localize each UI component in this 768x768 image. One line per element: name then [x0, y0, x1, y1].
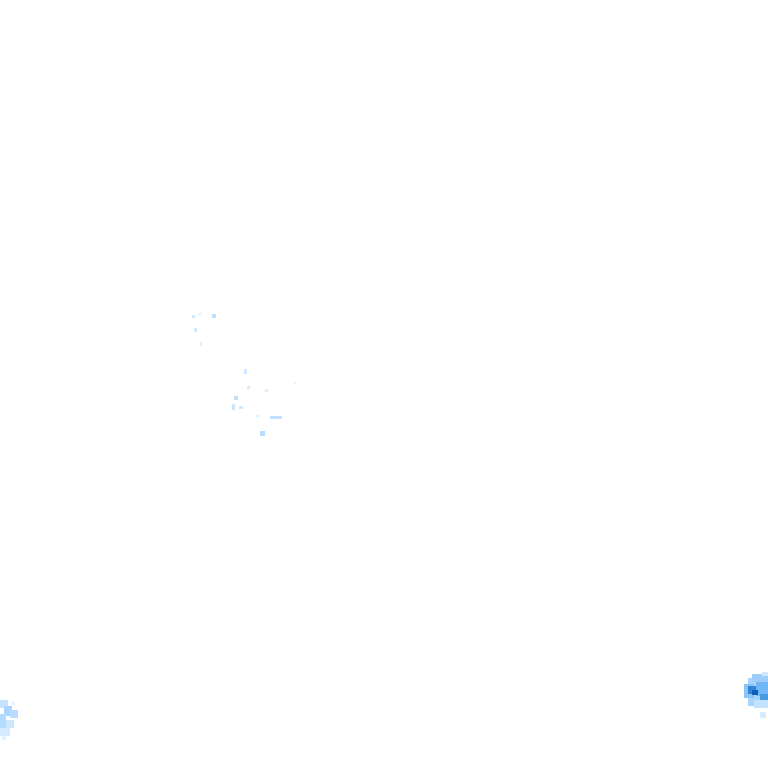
radar-echo-cell [232, 404, 235, 410]
radar-echo-cell [244, 369, 247, 374]
radar-echo-cell [12, 702, 15, 705]
radar-echo-cell [294, 382, 296, 384]
radar-echo-cell [6, 720, 14, 728]
radar-echo-cell [10, 710, 18, 718]
radar-echo-cell [265, 389, 268, 392]
radar-echo-cell [0, 728, 10, 736]
radar-echo-cell [2, 736, 6, 740]
radar-echo-cell [199, 313, 201, 315]
radar-echo-cell [200, 342, 202, 346]
radar-echo-cell [760, 712, 766, 718]
radar-echo-cluster-southwest [0, 700, 18, 740]
radar-echo-cell [260, 431, 265, 436]
radar-echo-cell [752, 690, 758, 695]
radar-echo-cell [754, 700, 768, 708]
radar-echo-cluster-central [232, 369, 296, 436]
radar-echo-cell [756, 682, 768, 696]
radar-echo-cluster-north [192, 313, 216, 346]
radar-echo-cell [194, 328, 197, 332]
radar-echo-cell [234, 396, 238, 400]
radar-echo-cell [0, 700, 8, 708]
radar-echo-cell [255, 415, 259, 417]
radar-echo-cluster-southeast [744, 672, 768, 718]
radar-echo-cell [0, 714, 6, 728]
radar-echo-cell [752, 674, 768, 682]
radar-echo-cell [239, 406, 243, 409]
radar-echo-cell [212, 314, 216, 318]
radar-echo-cell [192, 315, 195, 318]
radar-echo-cell [762, 672, 768, 676]
radar-echo-cell [270, 416, 282, 419]
radar-echo-cell [247, 386, 250, 389]
radar-echo-cell [760, 694, 768, 700]
radar-echo-cell [4, 706, 12, 716]
